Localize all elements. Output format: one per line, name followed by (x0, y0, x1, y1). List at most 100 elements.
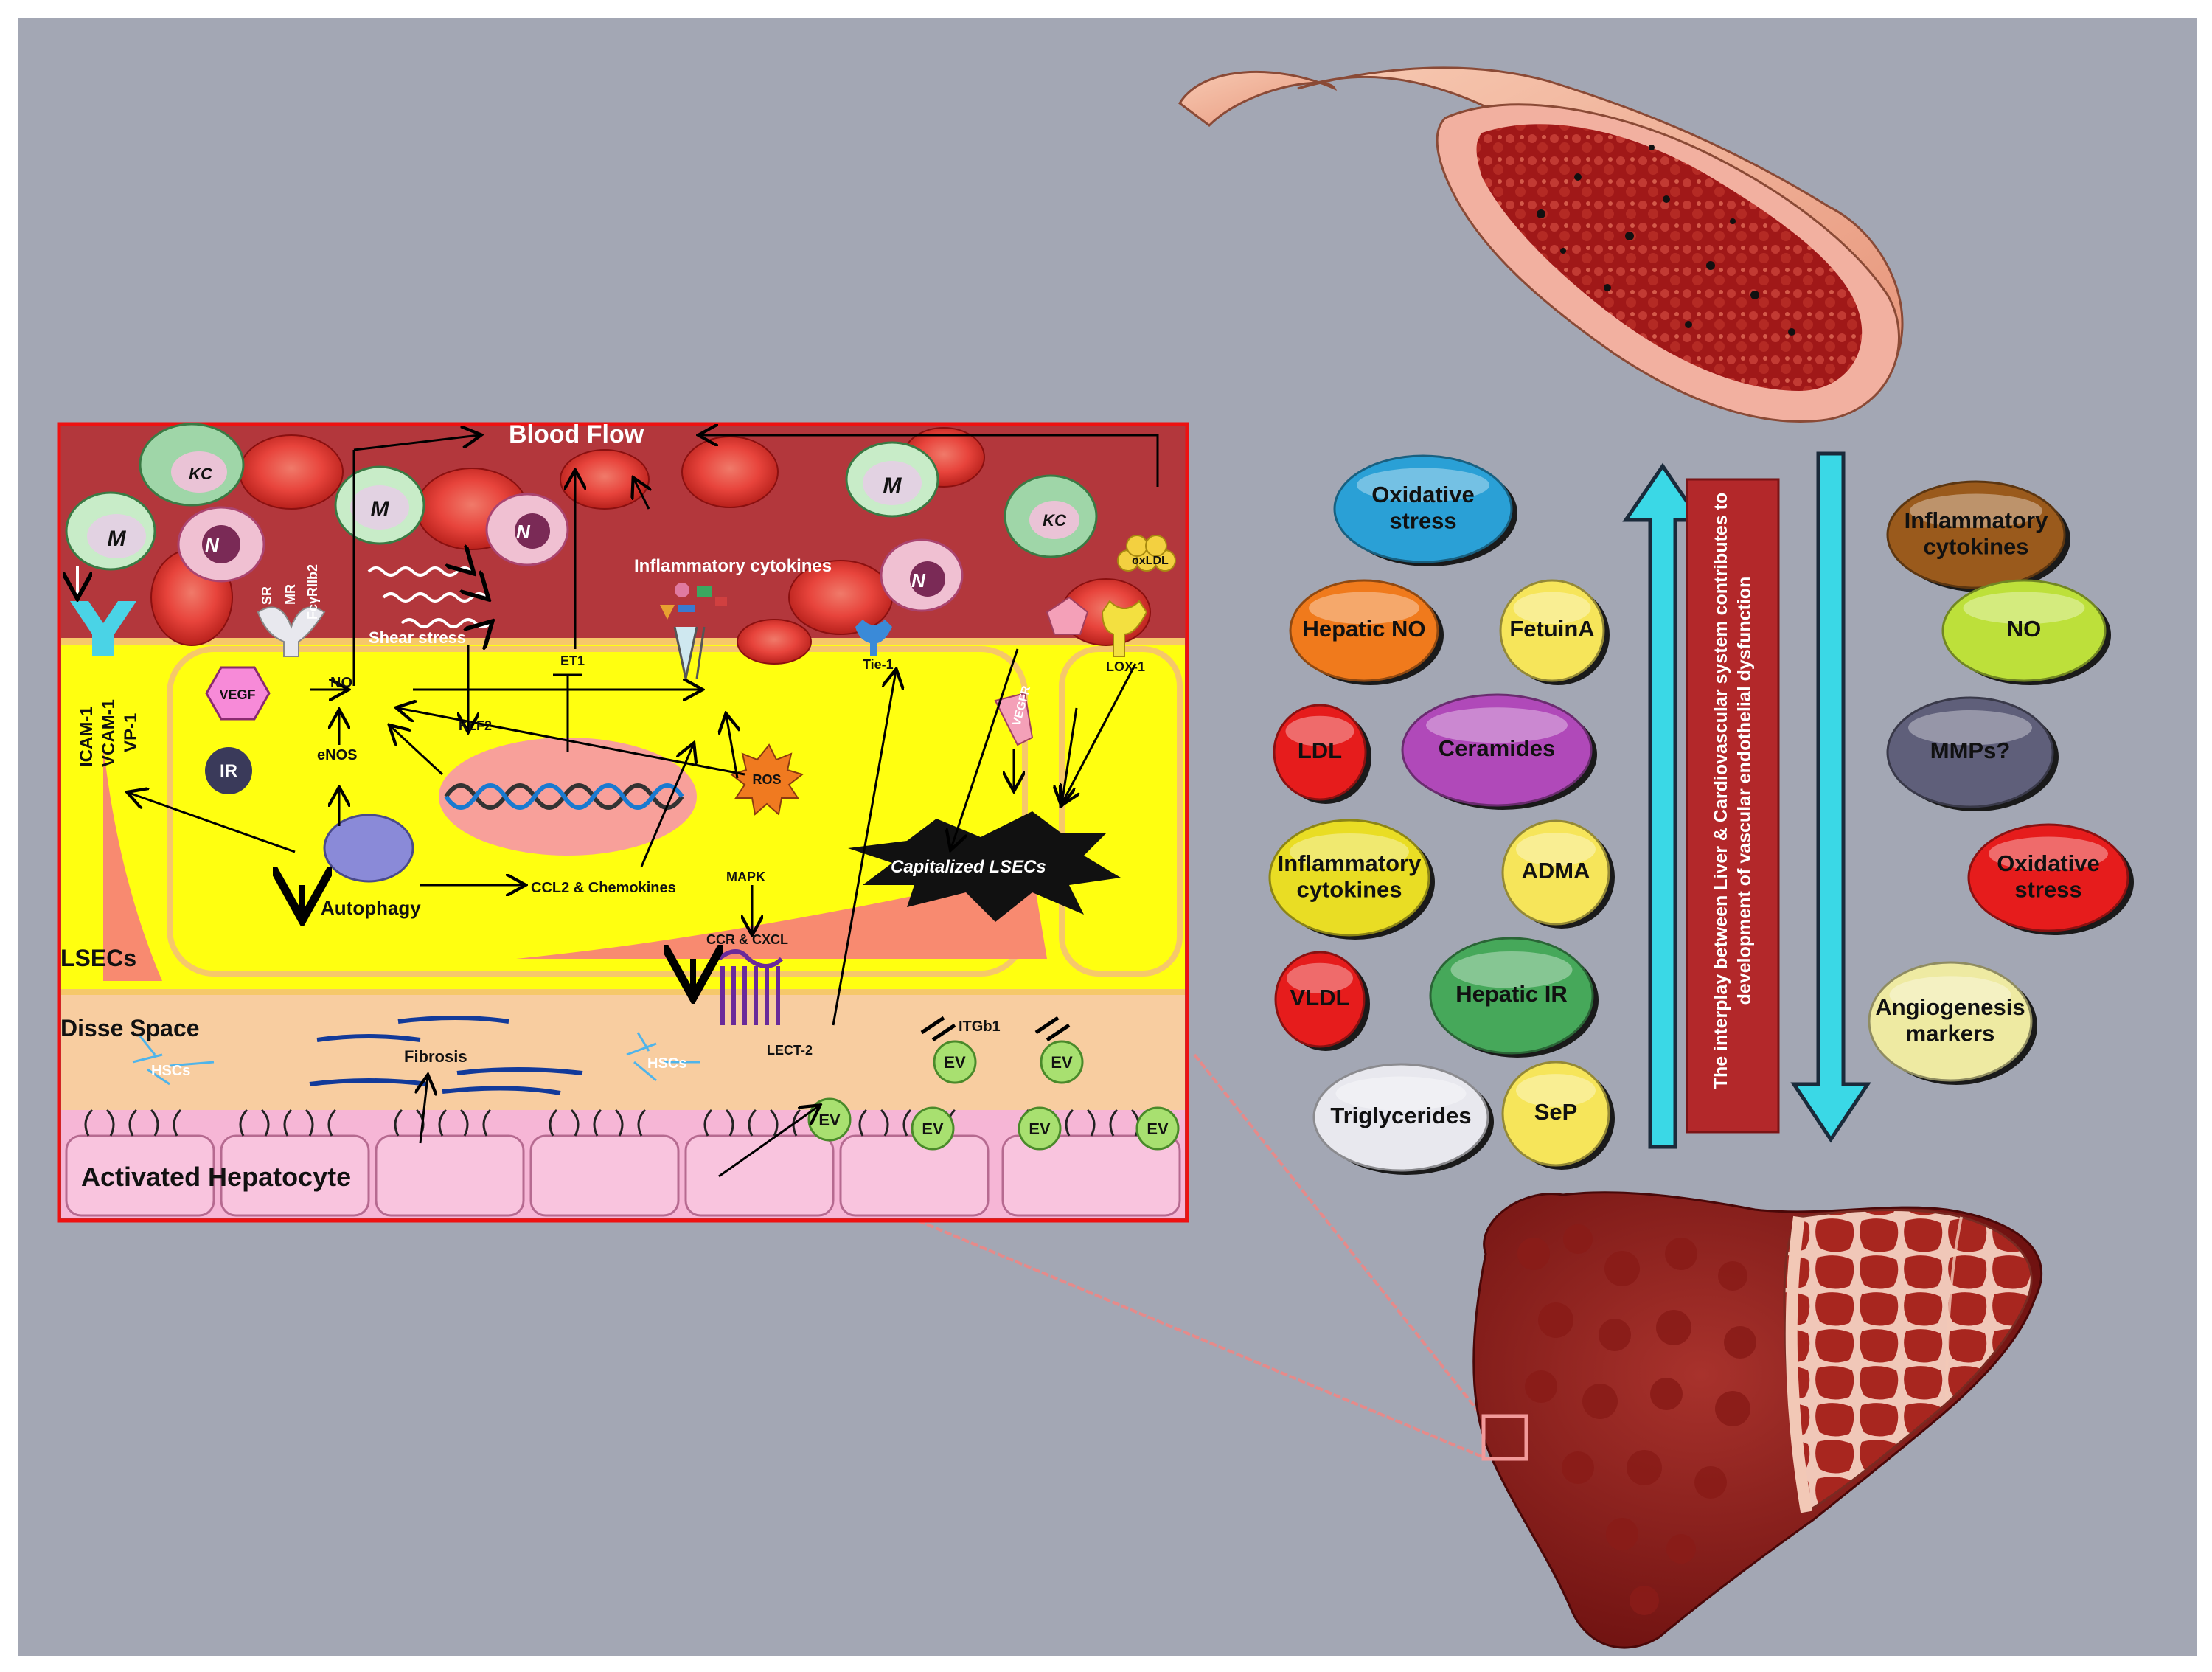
n-label-2: N (516, 521, 531, 543)
factor-oval (1886, 480, 2066, 589)
ros-star (729, 743, 804, 816)
factor-oval-highlight (1989, 836, 2108, 871)
klf2-label: KLF2 (459, 718, 492, 733)
factor-oval-highlight (1910, 493, 2042, 528)
ev-label-6: EV (1147, 1120, 1169, 1138)
immune-cells (65, 423, 1098, 612)
factor-adma: ADMA (1501, 819, 1615, 929)
tie1-receptor-shape (855, 620, 892, 656)
factor-label: NO (2007, 616, 2042, 642)
factor-oval (1941, 579, 2107, 682)
factor-label: MMPs? (1930, 738, 2011, 763)
kc-label-1: KC (189, 465, 213, 483)
inflammatory-cytokines-inset-label: Inflammatory cytokines (634, 556, 832, 576)
factor-oval (1499, 579, 1605, 682)
vegfr-receptor-shape (994, 692, 1034, 746)
ev-label-3: EV (818, 1111, 841, 1129)
capitalized-lsecs-label: Capitalized LSECs (891, 857, 1046, 877)
shear-stress-label: Shear stress (369, 628, 466, 647)
factor-oval (1967, 823, 2129, 932)
icam-label: ICAM-1 (77, 706, 97, 767)
factor-oval (1501, 819, 1610, 926)
factor-label: Triglycerides (1330, 1103, 1471, 1128)
factor-label: VLDL (1290, 985, 1350, 1010)
blood-flow-label: Blood Flow (509, 420, 644, 448)
factor-oval-highlight (1963, 592, 2085, 625)
oxldl-label: oxLDL (1132, 555, 1169, 567)
lox1-label: LOX-1 (1106, 659, 1145, 674)
factor-oval (1501, 1061, 1610, 1167)
factor-oval-highlight (1285, 715, 1354, 746)
factor-oval-highlight (1889, 976, 2011, 1014)
hepatocyte-row (61, 1109, 1185, 1218)
autophagosome (323, 814, 414, 883)
oxldl-cluster (1117, 535, 1176, 572)
ccr-label: CCR & CXCL (706, 932, 788, 947)
ir-label: IR (220, 761, 237, 781)
fcyriib2-label: FcγRIIb2 (305, 564, 320, 620)
factor-label: Hepatic IR (1455, 981, 1568, 1007)
factor-oval-highlight (1426, 707, 1568, 743)
ccl2-label: CCL2 & Chemokines (531, 880, 676, 896)
factor-oval (1868, 961, 2033, 1082)
factor-label: SeP (1534, 1099, 1578, 1125)
lsecs-label: LSECs (60, 945, 136, 971)
factor-oval-highlight (1357, 468, 1489, 502)
lect2-label: LECT-2 (767, 1043, 813, 1058)
sr-label: SR (260, 586, 274, 605)
mr-label: MR (283, 584, 298, 605)
interplay-banner-text: The interplay between Liver & Cardiovasc… (1711, 492, 1755, 1089)
factor-label: LDL (1298, 738, 1342, 763)
factor-ldl: LDL (1273, 704, 1371, 804)
factor-oval (1273, 704, 1367, 801)
ev-label-4: EV (922, 1120, 944, 1138)
factor-oval-highlight (1309, 592, 1419, 625)
ccr-receptor (717, 949, 784, 1025)
liver-illustration (1472, 1191, 2043, 1649)
n-label-1: N (205, 534, 220, 556)
factor-label: FetuinA (1509, 616, 1594, 642)
pathway-arrows (77, 435, 1159, 1178)
factor-oval (1289, 579, 1439, 682)
factor-label: ADMA (1522, 858, 1590, 884)
factor-sep: SeP (1501, 1061, 1615, 1170)
disse-label: Disse Space (60, 1015, 200, 1041)
et1-label: ET1 (560, 653, 585, 668)
ev-label-5: EV (1029, 1120, 1051, 1138)
interplay-banner (1686, 478, 1780, 1134)
icam-receptor-shape (70, 601, 136, 656)
factor-oval (1333, 454, 1513, 563)
ev-label-2: EV (1051, 1053, 1073, 1072)
up-arrow (1622, 462, 1703, 1149)
factor-no-right: NO (1941, 579, 2111, 685)
enos-label: eNOS (317, 747, 357, 763)
ros-label: ROS (752, 772, 781, 787)
factor-oval-highlight (1335, 1076, 1467, 1111)
factor-oval-highlight (1287, 962, 1353, 993)
factor-oval-highlight (1516, 833, 1596, 866)
factor-oval-highlight (1290, 833, 1409, 870)
itgb1-marks (920, 1016, 1071, 1042)
n-label-3: N (911, 569, 926, 592)
factor-vldl: VLDL (1274, 951, 1370, 1051)
m-label-3: M (883, 473, 902, 498)
lsec-inset: Blood Flow KC KC M M M N N N SR MR FcγRI… (57, 420, 1189, 1223)
factor-oval (1312, 1063, 1489, 1172)
zoom-line-bottom (917, 1219, 1483, 1458)
m-label-1: M (108, 527, 127, 551)
factor-label: Ceramides (1439, 735, 1556, 761)
factor-oval-highlight (1513, 592, 1591, 625)
cytokine-molecules (660, 583, 727, 620)
factor-oval (1886, 696, 2054, 808)
zoom-line-top (1193, 1053, 1484, 1418)
mapk-label: MAPK (726, 870, 765, 884)
down-arrow (1790, 451, 1871, 1143)
factor-fetuina: FetuinA (1499, 579, 1610, 685)
